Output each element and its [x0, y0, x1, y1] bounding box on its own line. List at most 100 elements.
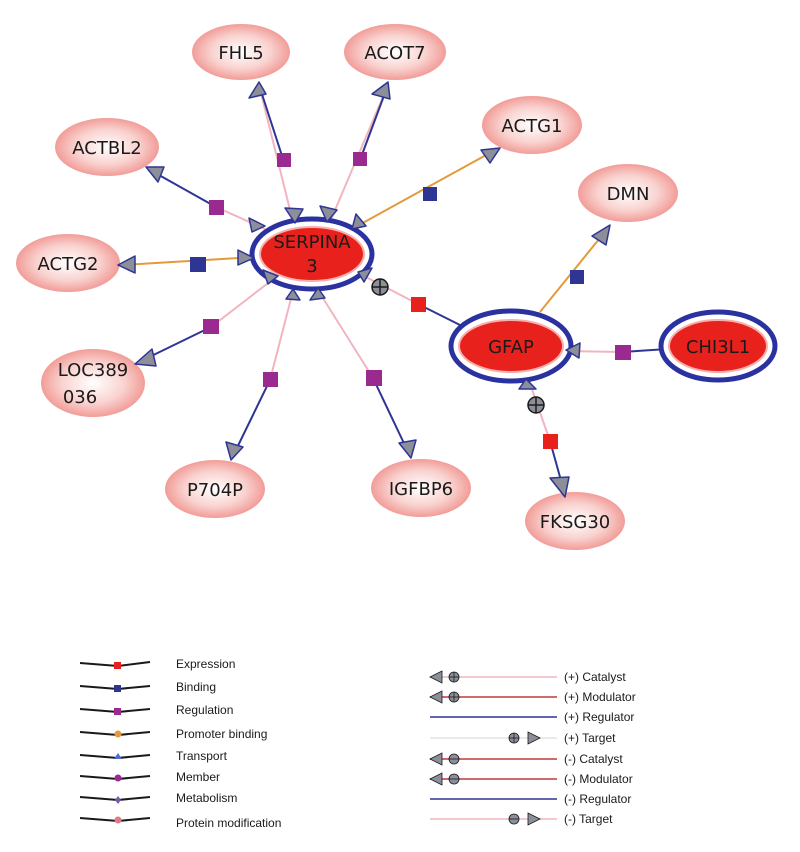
legend-protein-modification-label: Protein modification: [176, 816, 281, 830]
node-actbl2-label: ACTBL2: [72, 138, 141, 159]
arrowhead-igfbp6: [549, 476, 570, 498]
node-p704p-label: IGFBP6: [389, 479, 453, 500]
node-loc389036[interactable]: LOC389 036: [41, 349, 145, 417]
marker-binding-actg2[interactable]: [190, 257, 206, 272]
node-gfap-label: GFAP: [488, 337, 534, 358]
arrowhead-actg1: [480, 147, 501, 164]
node-fhl5-label: FHL5: [218, 43, 263, 64]
arrowhead-serpina3-bottom-2: [309, 287, 326, 301]
node-serpina3-label-1: SERPINA: [273, 232, 351, 253]
arrowhead-serpina3-left: [237, 249, 255, 266]
node-fksg30[interactable]: P704P: [165, 460, 265, 518]
marker-regulation-p704p[interactable]: [366, 370, 382, 386]
arrowhead-serpina3-top-2: [319, 205, 338, 223]
legend-transport-label: Transport: [176, 749, 228, 763]
marker-regulation-chi3l1[interactable]: [615, 345, 631, 360]
arrowhead-loc389036: [134, 348, 157, 367]
marker-regulation-fhl5[interactable]: [277, 153, 291, 167]
node-chi3l1[interactable]: CHI3L1: [658, 309, 778, 383]
edge-serpina3-fksg30: [269, 286, 295, 381]
legend-regulation: Regulation: [79, 703, 233, 717]
legend-pos-regulator-label: (+) Regulator: [564, 710, 634, 724]
edge-serpina3-loc: [210, 279, 273, 328]
arrowheads: [117, 81, 611, 498]
arrowhead-fhl5: [248, 81, 267, 99]
legend-binding: Binding: [79, 680, 216, 694]
catalyst-circle-gfap: [527, 396, 545, 414]
edge-lines: [121, 84, 669, 496]
nodes: FHL5 ACOT7 ACTG1 ACTBL2 DMN ACTG2 LOC389…: [16, 24, 778, 550]
legend-metabolism-label: Metabolism: [176, 791, 237, 805]
legend-protein-modification: Protein modification: [79, 816, 281, 830]
catalyst-circle-serpina3: [371, 278, 389, 296]
node-acot7[interactable]: ACOT7: [344, 24, 446, 80]
node-actg1-label: ACTG1: [502, 116, 563, 137]
node-chi3l1-label: CHI3L1: [686, 337, 750, 358]
legend-pos-modulator-label: (+) Modulator: [564, 690, 636, 704]
arrowhead-dmn: [591, 224, 611, 246]
arrowhead-fksg30: [225, 441, 244, 461]
legend-relation-roles: (+) Catalyst (+) Modulator (+) Regulator…: [429, 670, 636, 826]
node-actbl2[interactable]: ACTBL2: [55, 118, 159, 176]
edge-serpina3-p704p: [315, 286, 374, 379]
legend-neg-target-label: (-) Target: [564, 812, 613, 826]
marker-regulation-loc389036[interactable]: [203, 319, 219, 334]
marker-binding-actg1[interactable]: [423, 187, 437, 201]
arrowhead-actbl2: [145, 166, 165, 183]
node-p704p[interactable]: IGFBP6: [371, 459, 471, 517]
arrowhead-serpina3-lower-left: [262, 269, 279, 285]
legend-promoter-binding: Promoter binding: [79, 727, 267, 741]
node-actg2[interactable]: ACTG2: [16, 234, 120, 292]
legend-pos-regulator: (+) Regulator: [430, 710, 634, 724]
legend-expression: Expression: [79, 657, 235, 671]
legend-neg-catalyst-label: (-) Catalyst: [564, 752, 623, 766]
legend-neg-regulator: (-) Regulator: [430, 792, 631, 806]
legend-interaction-types: Expression Binding Regulation Promoter b…: [79, 657, 281, 830]
arrowhead-p704p: [398, 439, 417, 459]
marker-expression-gfap-serpina3[interactable]: [411, 297, 426, 312]
arrowhead-serpina3-top-right: [351, 213, 367, 230]
node-actg2-label: ACTG2: [38, 254, 99, 275]
node-acot7-label: ACOT7: [364, 43, 425, 64]
node-igfbp6-label: FKSG30: [540, 512, 610, 533]
legend-regulation-label: Regulation: [176, 703, 233, 717]
node-fhl5[interactable]: FHL5: [192, 24, 290, 80]
catalyst-markers: [371, 278, 545, 414]
marker-expression-igfbp6[interactable]: [543, 434, 558, 449]
marker-regulation-acot7[interactable]: [353, 152, 367, 166]
legend-neg-modulator-label: (-) Modulator: [564, 772, 633, 786]
node-dmn-label: DMN: [607, 184, 650, 205]
arrowhead-gfap-right: [565, 342, 581, 359]
node-actg1[interactable]: ACTG1: [482, 96, 582, 154]
legend-binding-label: Binding: [176, 680, 216, 694]
legend-member: Member: [79, 770, 220, 784]
arrowhead-serpina3-top-1: [284, 207, 304, 224]
marker-binding-dmn[interactable]: [570, 270, 584, 284]
marker-regulation-actbl2[interactable]: [209, 200, 224, 215]
node-gfap[interactable]: GFAP: [448, 308, 574, 384]
node-loc389036-label-2: 036: [63, 387, 97, 408]
arrowhead-serpina3-right: [357, 267, 373, 283]
legend-pos-catalyst: (+) Catalyst: [429, 670, 626, 684]
legend-neg-regulator-label: (-) Regulator: [564, 792, 631, 806]
node-igfbp6[interactable]: FKSG30: [525, 492, 625, 550]
arrowhead-serpina3-top-left: [248, 217, 266, 233]
marker-regulation-fksg30[interactable]: [263, 372, 278, 387]
arrowhead-serpina3-bottom-1: [285, 288, 301, 301]
node-serpina3[interactable]: SERPINA 3: [249, 216, 375, 292]
legend-neg-modulator: (-) Modulator: [429, 772, 633, 786]
legend-promoter-binding-label: Promoter binding: [176, 727, 267, 741]
node-dmn[interactable]: DMN: [578, 164, 678, 222]
legend-pos-target-label: (+) Target: [564, 731, 616, 745]
legend-neg-catalyst: (-) Catalyst: [429, 752, 623, 766]
legend-neg-target: (-) Target: [430, 812, 613, 826]
edge-serpina3-fhl5: [258, 84, 295, 227]
node-fksg30-label: P704P: [187, 480, 243, 501]
legend-transport: Transport: [79, 749, 228, 763]
legend-member-label: Member: [176, 770, 220, 784]
legend-pos-target: (+) Target: [430, 731, 616, 745]
node-loc389036-label-1: LOC389: [58, 360, 128, 381]
arrowhead-gfap-bottom: [518, 378, 537, 390]
arrowhead-actg2: [117, 255, 136, 274]
